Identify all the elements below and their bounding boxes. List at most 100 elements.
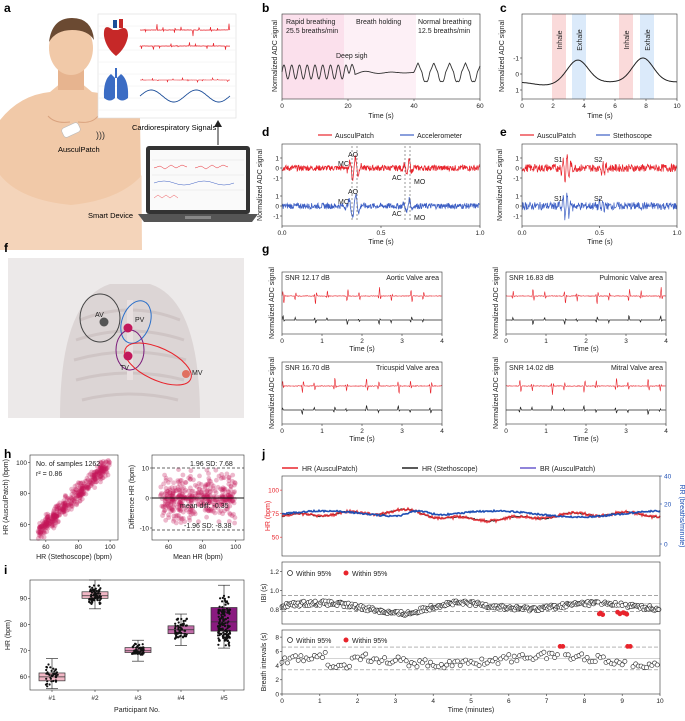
h-ba-point: [180, 498, 186, 504]
h-scatter-point: [62, 501, 68, 506]
h-scatter-point: [79, 487, 85, 493]
h-scatter-point: [50, 512, 56, 518]
tick-label: 3: [400, 428, 404, 435]
b-ylabel: Normalized ADC signal: [272, 20, 279, 92]
tick-label: 70: [20, 648, 28, 655]
tick-label: 0: [275, 691, 279, 698]
h-scatter-point: [61, 501, 66, 507]
h-scatter-point: [106, 462, 112, 468]
j-bi-outlier: [560, 644, 566, 649]
g-red-signal: [505, 378, 666, 395]
h-ba-point: [171, 518, 176, 524]
h-scatter-point: [50, 513, 56, 519]
h-scatter-point: [66, 500, 71, 506]
c-ylabel: Normalized ADC signal: [499, 20, 506, 92]
h-scatter-point: [90, 477, 96, 483]
h-scatter-point: [92, 476, 98, 482]
tick-label: 2: [584, 338, 588, 345]
h-scatter-point: [44, 520, 49, 525]
h-ba-point: [191, 477, 196, 483]
h-scatter-point: [50, 513, 56, 518]
h-scatter-point: [87, 471, 93, 477]
i-point: [88, 585, 91, 588]
h-scatter-point: [100, 462, 106, 468]
h-ba-point: [192, 511, 198, 517]
h-scatter-point: [62, 502, 67, 508]
h-scatter-point: [46, 516, 52, 522]
h-scatter-point: [62, 504, 67, 510]
h-scatter-point: [69, 496, 75, 502]
h-ba-point: [206, 498, 212, 504]
h-scatter-point: [51, 518, 57, 524]
h-scatter-point: [73, 494, 79, 500]
e-ylabel: Normalized ADC signal: [497, 149, 504, 221]
i-point: [228, 632, 231, 635]
h-ba-point: [164, 491, 170, 497]
h-ba-point: [179, 501, 184, 506]
h-ba-point: [174, 505, 180, 510]
i-point: [45, 677, 48, 680]
h-scatter-point: [65, 507, 71, 513]
h-ba-point: [206, 499, 212, 505]
h-ba-point: [205, 488, 210, 493]
h-scatter-point: [42, 522, 48, 528]
i-point: [179, 631, 183, 635]
i-point: [221, 621, 224, 624]
h-ba-point: [213, 497, 219, 503]
i-point: [218, 605, 221, 608]
tick-label: 6: [275, 649, 279, 656]
h-ba-point: [222, 487, 227, 493]
h-scatter-point: [75, 493, 81, 499]
h-scatter-point: [50, 519, 55, 525]
panel-a-label: a: [4, 1, 11, 15]
d-mo-bot: MO: [414, 215, 426, 222]
h-ba-point: [169, 493, 175, 498]
h-ba-point: [218, 476, 224, 481]
h-scatter-point: [99, 466, 105, 471]
h-ba-point: [226, 475, 232, 481]
h-ba-point: [188, 485, 193, 491]
h-scatter-point: [95, 468, 101, 474]
h-scatter-point: [77, 485, 82, 490]
j-mid-axes: [281, 561, 661, 625]
h-ba-point: [226, 474, 232, 480]
i-point: [49, 666, 52, 669]
h-scatter-point: [43, 524, 49, 530]
tick-label: 6: [507, 698, 511, 705]
h-scatter-point: [54, 514, 60, 519]
h-ba-point: [183, 479, 189, 485]
j-bot-legend-open: [287, 637, 293, 643]
j-bi-point: [541, 649, 547, 655]
h-ba-point: [163, 517, 169, 523]
h-scatter-point: [53, 518, 59, 524]
e-stethoscope-signal: [521, 192, 678, 221]
j-bi-point: [449, 663, 455, 669]
h-ba-point: [196, 498, 202, 503]
i-point: [48, 683, 51, 686]
tick-label: 0.5: [376, 230, 385, 237]
j-mid-w1: Within 95%: [296, 571, 331, 578]
h-ba-point: [231, 490, 237, 495]
h-ba-point: [169, 508, 175, 513]
g-snr: SNR 12.17 dB: [285, 275, 330, 282]
tick-label: 60: [20, 674, 28, 681]
h-scatter-point: [50, 515, 56, 521]
i-point: [134, 642, 137, 645]
h-scatter-point: [51, 512, 57, 518]
h-ba-point: [184, 507, 189, 513]
h-scatter-point: [61, 503, 67, 508]
h-ba-point: [177, 493, 182, 498]
h-ba-point: [225, 504, 231, 509]
g-ylabel: Normalized ADC signal: [269, 267, 276, 339]
h-ba-point: [187, 476, 193, 482]
i-point: [54, 679, 57, 682]
tick-label: 3: [400, 338, 404, 345]
h-scatter-point: [98, 459, 103, 465]
h-scatter-point: [92, 472, 98, 478]
tick-label: 8: [583, 698, 587, 705]
h-scatter-point: [72, 496, 78, 501]
h-scatter-point: [85, 482, 91, 488]
